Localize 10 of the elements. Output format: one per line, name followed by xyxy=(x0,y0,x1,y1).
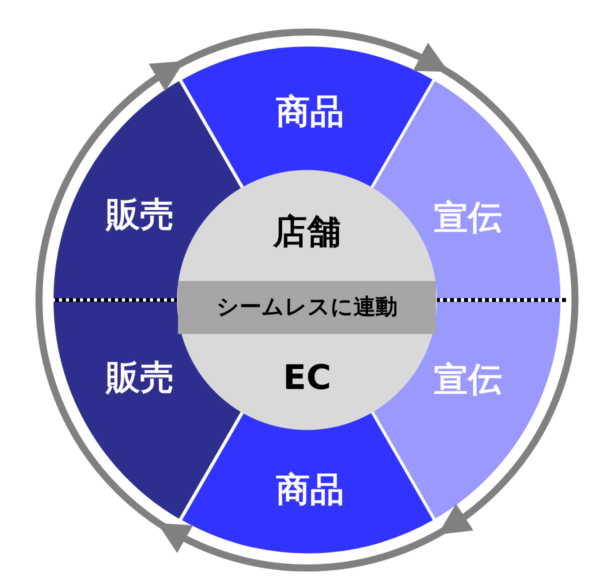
sector-label: 販売 xyxy=(106,361,174,395)
band-label: シームレスに連動 xyxy=(216,296,398,318)
sector-label: 商品 xyxy=(276,95,344,129)
center-label: EC xyxy=(283,361,332,395)
sector-label: 宣伝 xyxy=(434,200,502,235)
sector-label: 販売 xyxy=(106,198,174,232)
center-label: 店舗 xyxy=(273,215,341,249)
sector-label: 商品 xyxy=(276,472,344,507)
caption-band xyxy=(178,281,436,334)
sector-label: 宣伝 xyxy=(434,363,502,397)
